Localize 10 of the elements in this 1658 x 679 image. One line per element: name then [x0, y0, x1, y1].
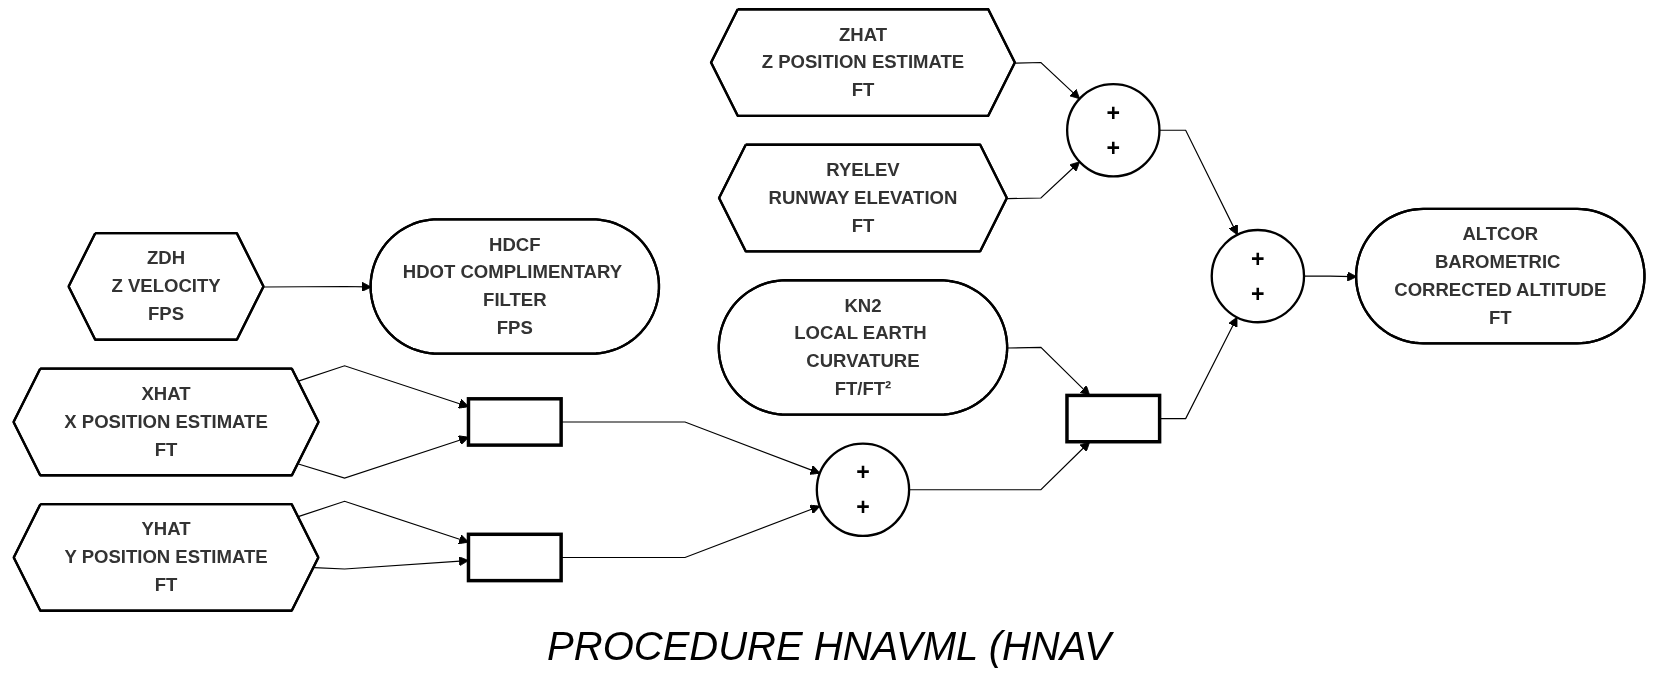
node-circle: + + — [1210, 228, 1306, 324]
arrow — [1007, 346, 1091, 396]
arrow — [1006, 161, 1081, 200]
arrow — [1014, 61, 1081, 100]
node-box — [466, 397, 563, 447]
arrow — [908, 441, 1091, 491]
node-box — [466, 532, 563, 583]
node-circle: + + — [815, 442, 911, 537]
node-box — [1065, 393, 1162, 444]
node-circle: + + — [1066, 83, 1161, 178]
